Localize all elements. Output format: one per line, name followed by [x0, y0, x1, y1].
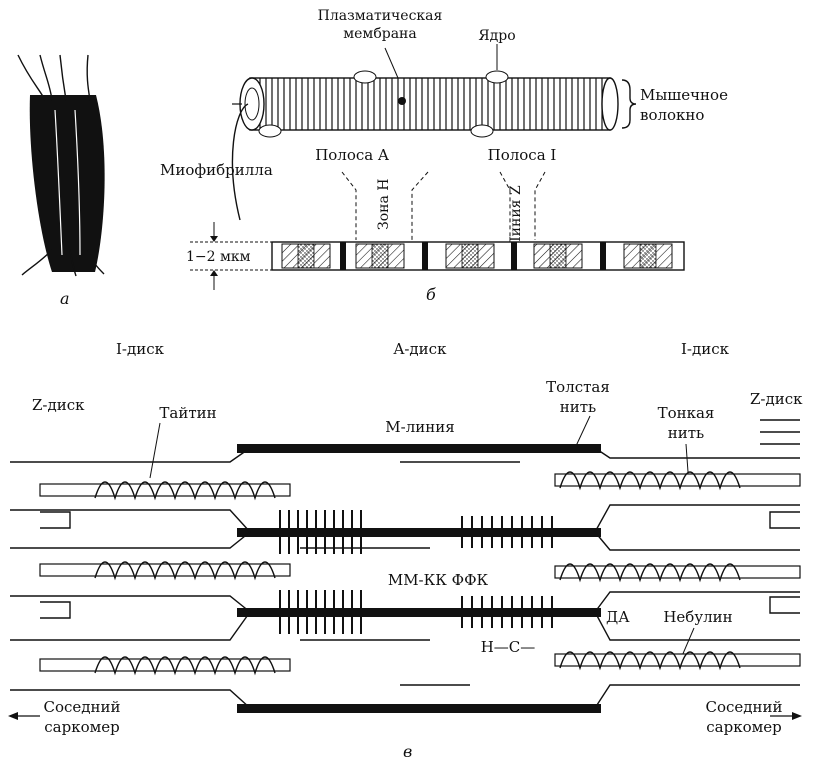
titin-filament	[39, 563, 291, 577]
nebulin-coil	[559, 471, 741, 491]
membrane-label-2: мембрана	[343, 26, 416, 42]
titin-coil	[94, 481, 276, 501]
titin-coil	[94, 561, 276, 581]
filament-outline	[10, 531, 251, 549]
fiber-label-2: волокно	[640, 106, 704, 124]
zone-h-label: Зона H	[376, 179, 392, 231]
strip-a-border	[623, 243, 673, 269]
m-line-label: М-линия	[385, 418, 454, 436]
band-guides	[341, 171, 546, 240]
thin-label-1: Тонкая	[658, 404, 715, 422]
fiber-label-1: Мышечное	[640, 86, 728, 104]
strip-a-border	[445, 243, 495, 269]
thick-filament	[237, 704, 601, 713]
filament-outline	[594, 591, 800, 613]
neighbor-left-label-1: Соседний	[43, 698, 120, 716]
size-label: 1−2 мкм	[186, 249, 251, 265]
da-label: ДА	[606, 608, 630, 626]
strip-a-border	[355, 243, 405, 269]
filament-outline	[594, 504, 800, 533]
a-disk-label: A-диск	[393, 340, 448, 358]
filament-outline	[594, 684, 800, 709]
myofibril-label: Миофибрилла	[160, 161, 273, 179]
filament-outline	[10, 447, 251, 463]
thick-label-2: нить	[560, 398, 596, 416]
strip-h-zone	[297, 243, 315, 269]
strip-z-line	[600, 242, 606, 270]
filament-outline	[10, 509, 251, 533]
band-i-label: Полоса I	[488, 146, 557, 164]
neighbor-right-arrow	[770, 712, 802, 720]
titin-filament	[39, 483, 291, 497]
neighbor-left-arrow	[8, 712, 40, 720]
thick-filament	[237, 444, 601, 453]
filament-outline	[594, 447, 800, 459]
strip-h-zone	[461, 243, 479, 269]
myofibril-strip	[271, 241, 685, 271]
filament-outline	[594, 531, 800, 551]
z-disk-mark-right	[769, 596, 800, 614]
nebulin-label: Небулин	[663, 608, 732, 626]
muscle-drawing	[17, 54, 105, 277]
titin-filament	[39, 658, 291, 672]
thick-filament	[237, 608, 601, 617]
strip-z-line	[340, 242, 346, 270]
hc-label: H—C—	[481, 638, 536, 656]
nucleus-label: Ядро	[478, 28, 515, 44]
strip-a-border	[281, 243, 331, 269]
nebulin-coil	[559, 651, 741, 671]
muscle-fiber-cylinder	[239, 70, 619, 138]
filament-outline	[10, 611, 251, 641]
strip-h-zone	[549, 243, 567, 269]
titin-coil	[94, 656, 276, 676]
strip-a-border	[533, 243, 583, 269]
filament-outline	[594, 611, 800, 641]
line-z-label: Линия Z	[508, 185, 524, 248]
nebulin-coil	[559, 563, 741, 583]
thick-filament	[237, 528, 601, 537]
strip-h-zone	[371, 243, 389, 269]
thick-label-1: Толстая	[546, 378, 610, 396]
strip-z-line	[511, 242, 517, 270]
z-disk-mark-right	[769, 511, 800, 529]
i-disk-left-label: I-диск	[116, 340, 165, 358]
caption-v: в	[403, 742, 412, 761]
z-disk-mark-left	[40, 601, 71, 619]
caption-b: б	[426, 285, 436, 304]
z-disk-mark-left	[40, 511, 71, 529]
mmkk-label: ММ-КК ФФК	[388, 571, 489, 589]
filament-outline	[10, 595, 251, 613]
membrane-label-1: Плазматическая	[318, 8, 443, 24]
i-disk-right-label: I-диск	[681, 340, 730, 358]
neighbor-right-label-2: саркомер	[706, 718, 782, 736]
neighbor-right-label-1: Соседний	[705, 698, 782, 716]
size-bracket	[190, 222, 272, 290]
caption-a: а	[60, 289, 70, 308]
thin-label-2: нить	[668, 424, 704, 442]
filament-outline	[10, 689, 251, 709]
titin-label: Тайтин	[159, 404, 216, 422]
z-disk-right-label: Z-диск	[750, 390, 803, 408]
strip-z-line	[422, 242, 428, 270]
band-a-label: Полоса A	[315, 146, 389, 164]
neighbor-left-label-2: саркомер	[44, 718, 120, 736]
sarcomere-structure	[10, 419, 801, 713]
z-disk-left-label: Z-диск	[32, 396, 85, 414]
strip-h-zone	[639, 243, 657, 269]
